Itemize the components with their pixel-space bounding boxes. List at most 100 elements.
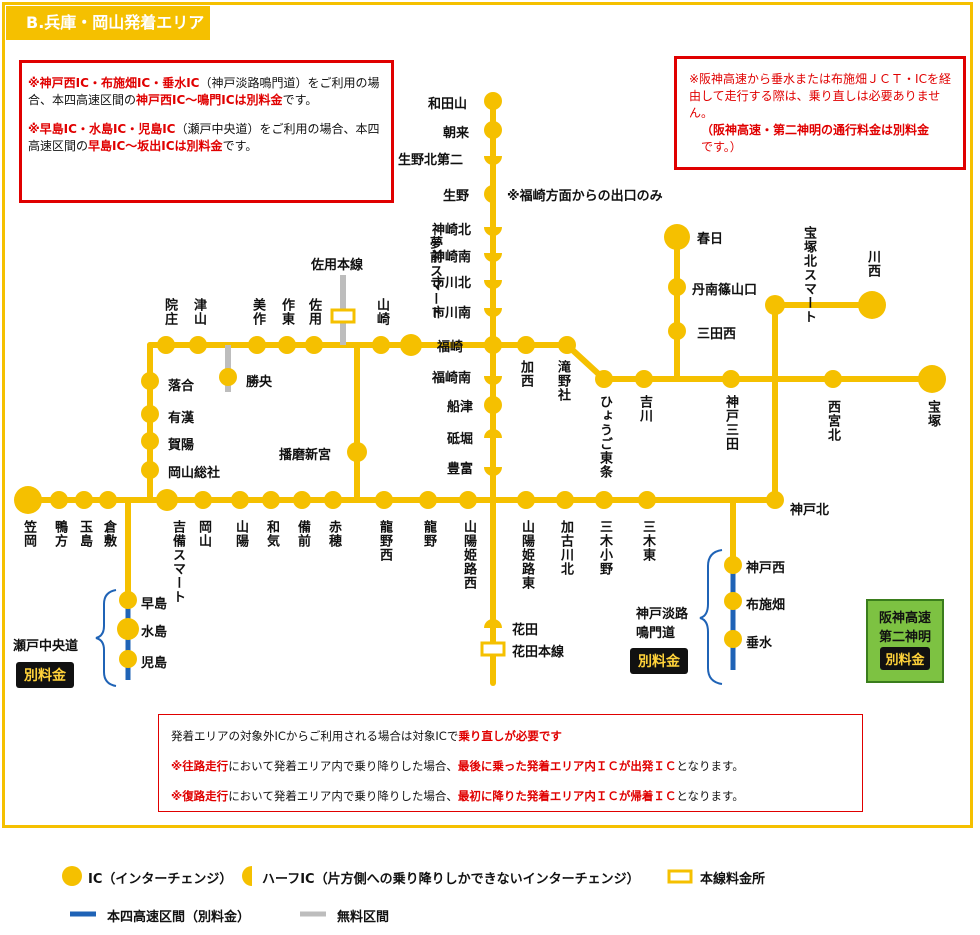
ic-takarazuka: [918, 365, 946, 393]
label-kobe-sanda: 神戸三田: [722, 395, 738, 451]
toll-sayo: [330, 308, 356, 324]
bottom-1a: 発着エリアの対象外ICからご利用される場合は対象ICで: [171, 729, 459, 743]
ic-ako: [324, 491, 342, 509]
bottom-2b: 往路走行: [182, 759, 229, 773]
label-takarazukakita: 宝塚北スマート: [801, 226, 816, 324]
label-kanzakiminami: 神崎南: [432, 250, 472, 265]
label-nishinomiyakita: 西宮北: [824, 400, 840, 442]
label-ikuno: 生野: [443, 189, 470, 204]
ic-kasai: [517, 336, 535, 354]
label-funatsu: 船津: [447, 400, 474, 415]
label-tatsuno: 龍野: [420, 520, 436, 548]
ic-sanyohimejinishi: [459, 491, 477, 509]
ic-sanyohimejihigashi: [517, 491, 535, 509]
ic-yamazaki: [372, 336, 390, 354]
ic-sandanishi: [668, 322, 686, 340]
label-tatsunonishi: 龍野西: [376, 520, 392, 562]
label-kayo: 賀陽: [168, 438, 195, 453]
ic-kobenishi: [724, 556, 742, 574]
ic-kojima: [119, 650, 137, 668]
label-bizen: 備前: [294, 520, 310, 548]
ic-mizushima: [117, 618, 139, 640]
label-toyotomi: 豊富: [447, 462, 474, 477]
label-kojima: 児島: [141, 656, 168, 671]
label-ichikawaminami: 市川南: [432, 306, 472, 321]
note-right-2a: （阪神高速・第二神明の通行料金は別料金: [701, 123, 930, 137]
ic-tarumi: [724, 630, 742, 648]
ic-fusehata: [724, 592, 742, 610]
label-ochiai: 落合: [168, 379, 195, 394]
label-hanshin-2: 第二神明: [878, 630, 931, 645]
label-harima-shingu: 播磨新宮: [279, 448, 332, 463]
ic-tatsuno: [419, 491, 437, 509]
ic-asago: [484, 121, 502, 139]
label-yumesaki: 夢前スマート: [427, 236, 442, 320]
ic-hyogo-tojo: [595, 370, 613, 388]
ic-innosho: [157, 336, 175, 354]
half-ic-toho: [484, 429, 502, 438]
ic-kakogawakita: [556, 491, 574, 509]
label-tannan: 丹南篠山口: [692, 283, 758, 298]
half-ic-ikuno: [484, 185, 493, 203]
ic-nishinomiyakita: [824, 370, 842, 388]
half-ic-ikunokita: [484, 156, 502, 165]
label-fukusaki: 福崎: [437, 340, 464, 355]
label-kasai: 加西: [517, 360, 533, 388]
ic-tamashima: [75, 491, 93, 509]
ic-yumesaki: [400, 334, 422, 356]
ic-mikihigashi: [638, 491, 656, 509]
ic-tannan: [668, 278, 686, 296]
label-mikiono: 三木小野: [596, 520, 612, 576]
half-ic-toyotomi: [484, 467, 502, 476]
bottom-2d: 最後に乗った発着エリア内ＩＣが出発ＩＣ: [457, 759, 677, 773]
ic-okayama: [194, 491, 212, 509]
legend-toll-symbol: [667, 869, 693, 884]
note-left-2b: （瀬戸中央道）をご利用の場合、本四高速区間の: [28, 122, 380, 153]
note-left-1b: （神戸淡路鳴門道）をご利用の場合、本四高速区間の: [28, 76, 380, 107]
label-wake: 和気: [263, 520, 279, 548]
label-kurashiki: 倉敷: [100, 520, 116, 548]
label-kawanishi: 川西: [864, 250, 880, 278]
label-ikunokita: 生野北第二: [398, 153, 464, 168]
half-ic-kanzakiminami: [484, 253, 502, 262]
legend-honshi-label: 本四高速区間（別料金）: [107, 910, 251, 925]
label-sanyo: 山陽: [232, 520, 248, 548]
ic-yokawa: [635, 370, 653, 388]
label-kamogata: 鴨方: [51, 520, 67, 548]
ic-takinoyashiro: [558, 336, 576, 354]
label-tarumi: 垂水: [746, 636, 773, 651]
half-ic-hanada: [484, 619, 502, 628]
label-wadayama: 和田山: [428, 97, 468, 112]
area-title: B.兵庫・岡山発着エリア: [6, 6, 210, 40]
legend-ic-symbol: [62, 866, 82, 886]
label-hanada-toll: 花田本線: [512, 645, 565, 660]
notice-hanshin-right: ※阪神高速から垂水または布施畑ＪＣＴ・ICを経由して走行する際は、乗り直しは必要…: [674, 56, 966, 170]
ic-harima-shingu: [347, 442, 367, 462]
ic-kasaoka: [14, 486, 42, 514]
bottom-3c: において発着エリア内で乗り降りした場合、: [228, 789, 458, 803]
area-frame: [2, 2, 973, 828]
brace-kobe-awaji: [699, 549, 723, 685]
label-hyogo-tojo: ひょうご東条: [596, 395, 612, 479]
ic-tatsunonishi: [375, 491, 393, 509]
label-sayo-toll: 佐用本線: [311, 258, 364, 273]
label-kasuga: 春日: [697, 232, 724, 247]
label-yokawa: 吉川: [636, 395, 652, 423]
ic-mimasaka: [248, 336, 266, 354]
label-kobe-awaji-2: 鳴門道: [636, 626, 676, 641]
label-tamashima: 玉島: [76, 520, 92, 548]
note-right-1: ※阪神高速から垂水または布施畑ＪＣＴ・ICを経由して走行する際は、乗り直しは必要…: [689, 72, 951, 120]
route-chugoku-east: [564, 342, 935, 382]
label-yamazaki: 山崎: [373, 298, 389, 326]
ic-mikiono: [595, 491, 613, 509]
badge-seto-separate: 別料金: [16, 662, 74, 688]
half-ic-kanzakikita: [484, 227, 502, 236]
half-ic-ichikawakita: [484, 280, 502, 289]
label-fukusakiminami: 福崎南: [432, 371, 472, 386]
label-mimasaka: 美作: [249, 298, 265, 326]
legend-toll-label: 本線料金所: [700, 872, 766, 887]
label-sayo: 佐用: [305, 298, 321, 326]
ic-fukusaki: [484, 336, 502, 354]
ic-ukan: [141, 405, 159, 423]
label-kakogawakita: 加古川北: [557, 520, 573, 576]
